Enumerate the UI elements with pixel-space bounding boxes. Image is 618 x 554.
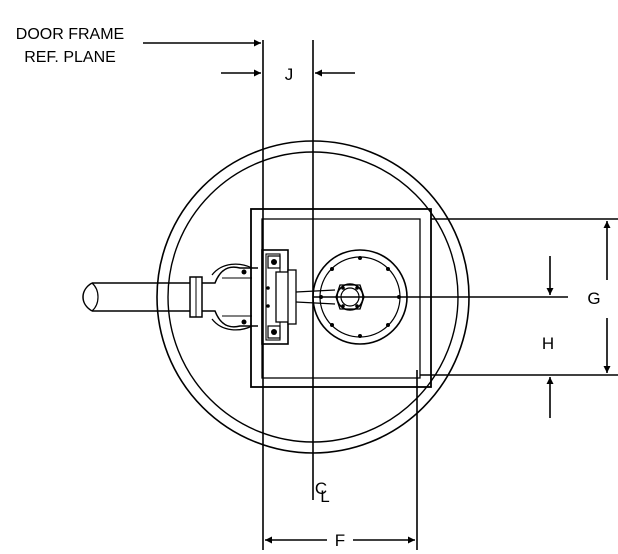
enclosure-outer-square (250, 208, 432, 388)
dimension-g-label: G (587, 289, 600, 308)
dimension-f: F (265, 531, 415, 550)
hinge-bracket (261, 249, 336, 345)
door-frame-reference-label: DOOR FRAME REF. PLANE (16, 26, 124, 66)
dimension-h: H (542, 256, 554, 418)
door-frame-label: DOOR FRAME (16, 26, 124, 43)
dimension-j: J (221, 65, 355, 84)
dimension-j-label: J (285, 65, 294, 84)
dimension-h-label: H (542, 334, 554, 353)
ref-plane-label: REF. PLANE (24, 49, 116, 66)
dimension-f-label: F (335, 531, 345, 550)
pipe-assembly (82, 263, 258, 331)
centerline-l-glyph: L (320, 487, 329, 506)
centerline-symbol: C L (315, 479, 330, 506)
centerline-c-glyph: C (315, 479, 327, 498)
dimension-g: G (587, 221, 611, 373)
